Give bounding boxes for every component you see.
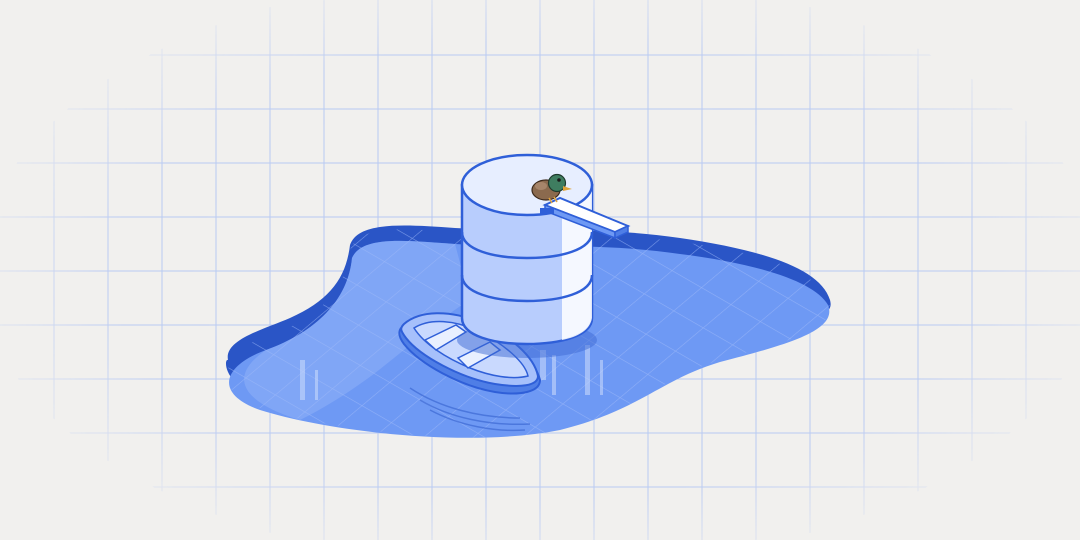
boat-ripples [409,387,531,432]
diving-board-icon [540,196,631,240]
water-reflection [300,345,603,400]
database-icon [457,153,597,358]
duck-icon [531,173,572,204]
